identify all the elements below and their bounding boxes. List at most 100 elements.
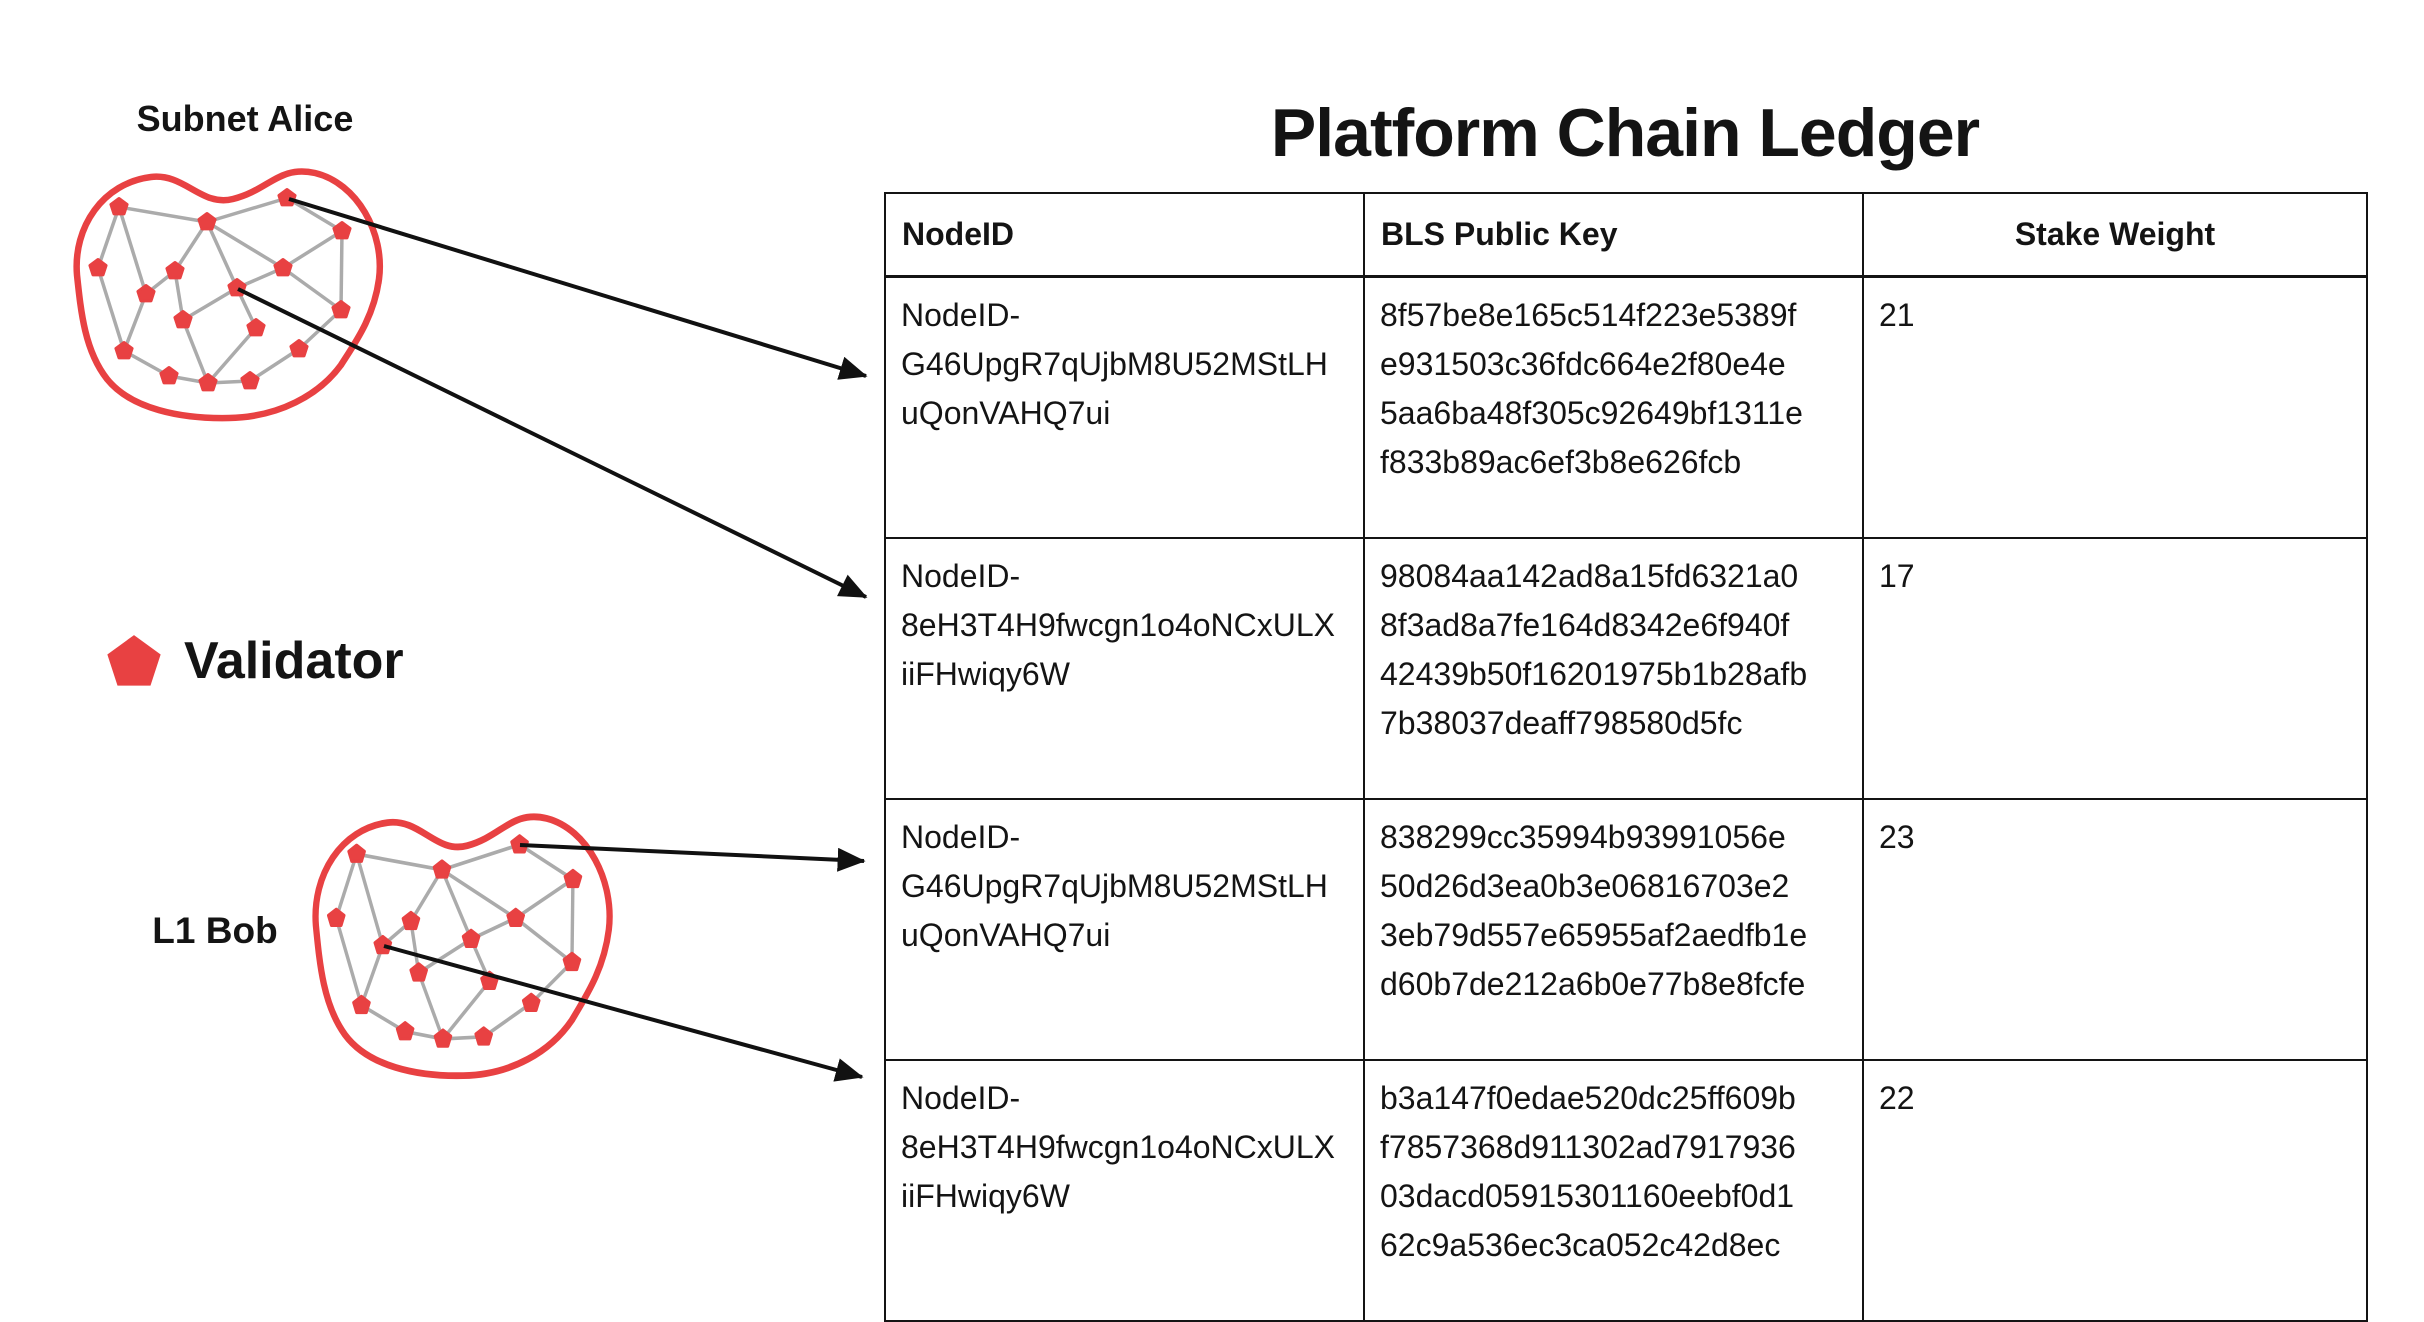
table-row: NodeID- G46UpgR7qUjbM8U52MStLH uQonVAHQ7…	[884, 275, 2368, 539]
validator-node-icon	[273, 258, 293, 277]
network-edge	[281, 266, 343, 312]
validator-node-icon	[173, 310, 193, 329]
platform-chain-ledger-table: NodeID BLS Public Key Stake Weight NodeI…	[884, 192, 2368, 1322]
network-edge	[530, 960, 574, 1005]
l1-bob-label: L1 Bob	[152, 910, 278, 951]
validator-node-icon	[159, 366, 179, 385]
arrow-subnet-alice-to-row-2	[237, 287, 868, 599]
network-edge	[282, 229, 343, 270]
network-edge	[96, 206, 121, 269]
network-edge	[182, 286, 238, 322]
network-edge	[118, 205, 208, 224]
validator-node-icon	[289, 339, 309, 358]
network-edge	[359, 944, 385, 1006]
validator-node-icon	[109, 197, 129, 216]
node-id-cell: NodeID- 8eH3T4H9fwcgn1o4oNCxULX iiFHwiqy…	[884, 1059, 1365, 1322]
network-edge	[354, 853, 385, 946]
validator-node-icon	[563, 868, 583, 889]
network-edge	[570, 879, 575, 963]
validator-node-icon	[521, 992, 541, 1013]
header-stake-weight: Stake Weight	[1862, 192, 2368, 278]
validator-node-icon	[326, 907, 346, 927]
page-title: Platform Chain Ledger	[1270, 94, 1980, 171]
stake-weight-cell: 23	[1862, 798, 2368, 1061]
table-row: NodeID- 8eH3T4H9fwcgn1o4oNCxULX iiFHwiqy…	[884, 1059, 2368, 1322]
validator-node-icon	[198, 373, 218, 392]
validator-legend: Validator	[106, 632, 404, 690]
validator-node-icon	[510, 834, 529, 854]
network-edge	[417, 937, 472, 975]
table-row: NodeID- 8eH3T4H9fwcgn1o4oNCxULX iiFHwiqy…	[884, 537, 2368, 800]
validator-node-icon	[277, 188, 297, 207]
diagram-canvas	[73, 168, 868, 1082]
bls-public-key-cell: b3a147f0edae520dc25ff609b f7857368d91130…	[1363, 1059, 1864, 1322]
network-edge	[514, 916, 573, 964]
bls-public-key-cell: 8f57be8e165c514f223e5389f e931503c36fdc6…	[1363, 275, 1864, 539]
network-edge	[206, 326, 258, 385]
validator-legend-label: Validator	[184, 632, 404, 690]
network-edge	[482, 1001, 533, 1039]
l1-bob-network	[312, 813, 613, 1080]
network-edge	[441, 979, 491, 1041]
pentagon-icon	[107, 635, 161, 686]
validator-node-icon	[432, 859, 452, 879]
validator-node-icon	[88, 258, 108, 277]
validator-node-icon	[347, 843, 366, 863]
validator-node-icon	[240, 371, 260, 390]
network-edge	[440, 869, 473, 940]
network-edge	[286, 196, 343, 233]
network-edge	[441, 842, 521, 872]
validator-node-icon	[401, 910, 421, 931]
node-id-cell: NodeID- G46UpgR7qUjbM8U52MStLH uQonVAHQ7…	[884, 798, 1365, 1061]
mapping-arrows	[237, 197, 868, 1082]
network-edge	[181, 319, 210, 384]
network-edge	[96, 267, 126, 352]
validator-node-icon	[506, 907, 526, 927]
arrow-l1-bob-to-row-3	[519, 843, 866, 872]
network-edge	[334, 917, 364, 1006]
header-node-id: NodeID	[884, 192, 1365, 278]
table-row: NodeID- G46UpgR7qUjbM8U52MStLH uQonVAHQ7…	[884, 798, 2368, 1061]
stake-weight-cell: 22	[1862, 1059, 2368, 1322]
network-edge	[339, 230, 344, 311]
validator-node-icon	[197, 212, 217, 231]
validator-node-icon	[409, 962, 429, 982]
network-edge	[417, 972, 445, 1040]
network-edge	[206, 196, 288, 224]
node-id-cell: NodeID- G46UpgR7qUjbM8U52MStLH uQonVAHQ7…	[884, 275, 1365, 539]
validator-node-icon	[165, 261, 185, 280]
subnet-boundary	[312, 813, 613, 1080]
arrow-l1-bob-to-row-4	[383, 944, 864, 1082]
validator-node-icon	[395, 1021, 415, 1041]
network-edge	[334, 853, 359, 919]
node-id-cell: NodeID- 8eH3T4H9fwcgn1o4oNCxULX iiFHwiqy…	[884, 537, 1365, 800]
stake-weight-cell: 17	[1862, 537, 2368, 800]
bls-public-key-cell: 838299cc35994b93991056e 50d26d3ea0b3e068…	[1363, 798, 1864, 1061]
validator-node-icon	[352, 994, 371, 1015]
subnet-boundary	[73, 168, 384, 422]
validator-node-icon	[373, 934, 393, 955]
validator-node-icon	[562, 951, 582, 972]
validator-node-icon	[331, 300, 351, 319]
header-bls-public-key: BLS Public Key	[1363, 192, 1864, 278]
arrow-subnet-alice-to-row-1	[288, 197, 868, 380]
network-edge	[441, 868, 517, 920]
validator-node-icon	[136, 284, 156, 303]
validator-node-icon	[433, 1028, 453, 1048]
network-edge	[122, 293, 148, 352]
subnet-alice-label: Subnet Alice	[136, 98, 354, 139]
network-edge	[514, 877, 574, 920]
network-edge	[356, 852, 443, 872]
network-edge	[249, 347, 300, 383]
bls-public-key-cell: 98084aa142ad8a15fd6321a0 8f3ad8a7fe164d8…	[1363, 537, 1864, 800]
validator-node-icon	[246, 318, 266, 337]
table-header-row: NodeID BLS Public Key Stake Weight	[884, 192, 2368, 278]
network-edge	[117, 206, 148, 295]
validator-node-icon	[474, 1026, 494, 1046]
network-edge	[518, 843, 574, 881]
validator-node-icon	[114, 341, 134, 360]
validator-node-icon	[332, 221, 352, 240]
network-edge	[205, 221, 239, 289]
network-edge	[206, 220, 284, 270]
stake-weight-cell: 21	[1862, 275, 2368, 539]
